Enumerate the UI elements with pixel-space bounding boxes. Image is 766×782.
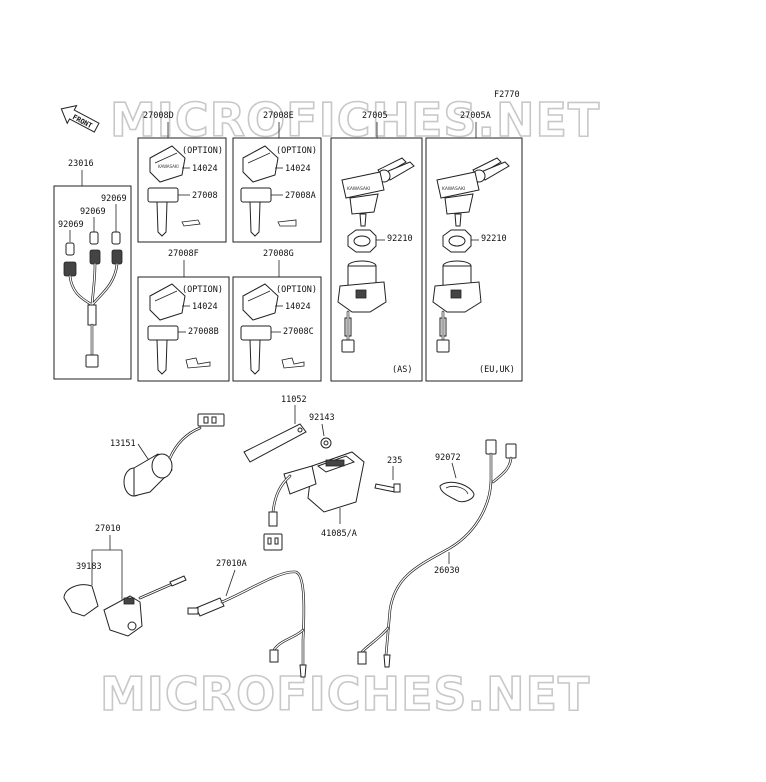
harness-26030 bbox=[357, 439, 517, 668]
label-26030: 26030 bbox=[434, 566, 460, 576]
label-92143: 92143 bbox=[309, 413, 335, 423]
key-head-27008E bbox=[242, 145, 283, 183]
label-92210-b: 92210 bbox=[481, 234, 507, 244]
switch-housing-27010 bbox=[63, 575, 187, 637]
label-92069-b: 92069 bbox=[80, 207, 106, 217]
label-14024-c: 14024 bbox=[192, 302, 218, 312]
watermark-bottom: MICROFICHES.NET bbox=[100, 667, 590, 721]
label-27008F: 27008F bbox=[168, 249, 199, 259]
label-27010: 27010 bbox=[95, 524, 121, 534]
label-27008A: 27008A bbox=[285, 191, 316, 201]
front-arrow-icon: FRONT bbox=[60, 104, 100, 133]
label-39183: 39183 bbox=[76, 562, 102, 572]
label-27010A: 27010A bbox=[216, 559, 247, 569]
key-stamp-1: KAWASAKI bbox=[158, 164, 179, 169]
relay-41085A bbox=[263, 451, 365, 551]
figure-code: F2770 bbox=[494, 90, 520, 100]
key-blade-27008A bbox=[240, 187, 297, 237]
label-14024-b: 14024 bbox=[285, 164, 311, 174]
key-head-27008G bbox=[242, 283, 283, 321]
note-option-1: (OPTION) bbox=[182, 146, 223, 156]
label-92069-a: 92069 bbox=[101, 194, 127, 204]
svg-text:KAWASAKI: KAWASAKI bbox=[347, 186, 370, 192]
label-23016: 23016 bbox=[68, 159, 94, 169]
harness-27010A bbox=[187, 570, 307, 678]
clamp-92072 bbox=[439, 481, 475, 503]
harness-23016 bbox=[63, 204, 123, 368]
box-27008F bbox=[137, 276, 230, 382]
label-11052: 11052 bbox=[281, 395, 307, 405]
key-head-27008F bbox=[149, 283, 190, 321]
label-27005: 27005 bbox=[362, 111, 388, 121]
bolt-235 bbox=[374, 483, 401, 493]
label-27008G: 27008G bbox=[263, 249, 294, 259]
note-option-2: (OPTION) bbox=[276, 146, 317, 156]
note-option-4: (OPTION) bbox=[276, 285, 317, 295]
watermark-top: MICROFICHES.NET bbox=[110, 93, 600, 147]
box-27005A bbox=[425, 137, 523, 382]
key-head-27008D: KAWASAKI bbox=[149, 145, 190, 183]
label-14024-a: 14024 bbox=[192, 164, 218, 174]
label-235: 235 bbox=[387, 456, 402, 466]
box-27008D bbox=[137, 137, 227, 243]
label-27008C: 27008C bbox=[283, 327, 314, 337]
ignition-switch-27005A: KAWASAKI bbox=[432, 157, 510, 353]
ignition-switch-27005: KAWASAKI bbox=[337, 157, 415, 353]
key-blade-27008C bbox=[240, 325, 305, 375]
note-euuk: (EU,UK) bbox=[479, 365, 515, 375]
label-92210-a: 92210 bbox=[387, 234, 413, 244]
key-blade-27008B bbox=[147, 325, 211, 375]
box-harness-23016 bbox=[53, 185, 132, 380]
label-92072: 92072 bbox=[435, 453, 461, 463]
label-27008B: 27008B bbox=[188, 327, 219, 337]
key-blade-27008 bbox=[147, 187, 201, 237]
bracket-11052 bbox=[243, 423, 332, 463]
note-as: (AS) bbox=[392, 365, 412, 375]
note-option-3: (OPTION) bbox=[182, 285, 223, 295]
switch-13151 bbox=[123, 413, 225, 497]
box-27005 bbox=[330, 137, 423, 382]
svg-text:KAWASAKI: KAWASAKI bbox=[442, 186, 465, 192]
label-27008E: 27008E bbox=[263, 111, 294, 121]
label-27008D: 27008D bbox=[143, 111, 174, 121]
label-92069-c: 92069 bbox=[58, 220, 84, 230]
box-27008G bbox=[232, 276, 322, 382]
label-41085A: 41085/A bbox=[321, 529, 357, 539]
label-13151: 13151 bbox=[110, 439, 136, 449]
box-27008E bbox=[232, 137, 322, 243]
label-27008: 27008 bbox=[192, 191, 218, 201]
label-14024-d: 14024 bbox=[285, 302, 311, 312]
label-27005A: 27005A bbox=[460, 111, 491, 121]
